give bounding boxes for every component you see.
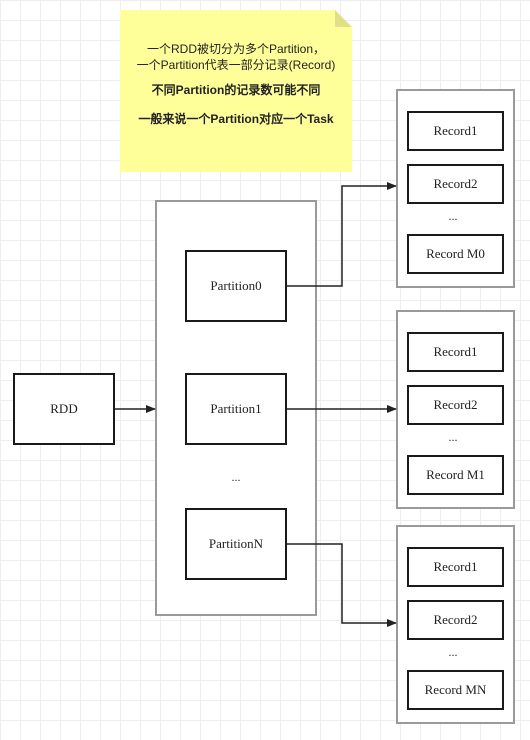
groupN-record2-label: Record2 <box>433 612 478 627</box>
groupN-ellipsis: ... <box>448 645 458 659</box>
groupN-record2-box[interactable]: Record2 <box>407 600 504 640</box>
group0-last-record-box[interactable]: Record M0 <box>407 234 504 274</box>
rdd-label: RDD <box>50 401 78 416</box>
partitionN-label: PartitionN <box>208 536 264 551</box>
groupN-record1-label: Record1 <box>433 559 478 574</box>
partition0-label: Partition0 <box>210 278 262 293</box>
group1-record1-label: Record1 <box>433 344 478 359</box>
rdd-box[interactable]: RDD <box>13 373 115 445</box>
groupN-last-record-box[interactable]: Record MN <box>407 670 504 710</box>
partition0-box[interactable]: Partition0 <box>185 250 287 322</box>
group0-record2-label: Record2 <box>433 176 478 191</box>
group0-record2-box[interactable]: Record2 <box>407 164 504 204</box>
group1-last-record-label: Record M1 <box>426 467 485 482</box>
arrow-partition0-to-group0 <box>287 182 397 287</box>
group1-record1-box[interactable]: Record1 <box>407 332 504 372</box>
arrow-partitionN-to-groupN <box>287 543 397 627</box>
group0-record1-box[interactable]: Record1 <box>407 111 504 151</box>
note-line-4: 一般来说一个Partition对应一个Task <box>138 112 334 126</box>
note-line-1: 一个RDD被切分为多个Partition， <box>146 42 326 56</box>
partitionN-box[interactable]: PartitionN <box>185 508 287 580</box>
note-line-3: 不同Partition的记录数可能不同 <box>151 83 321 97</box>
group0-ellipsis: ... <box>448 209 458 223</box>
group1-ellipsis: ... <box>448 430 458 444</box>
group1-last-record-box[interactable]: Record M1 <box>407 455 504 495</box>
partition1-label: Partition1 <box>210 401 262 416</box>
group1-record2-label: Record2 <box>433 397 478 412</box>
partition1-box[interactable]: Partition1 <box>185 373 287 445</box>
note-line-2: 一个Partition代表一部分记录(Record) <box>136 58 336 72</box>
groupN-last-record-label: Record MN <box>424 682 487 697</box>
group0-record1-label: Record1 <box>433 123 478 138</box>
group1-record2-box[interactable]: Record2 <box>407 385 504 425</box>
partition-ellipsis: ... <box>231 470 241 484</box>
groupN-record1-box[interactable]: Record1 <box>407 547 504 587</box>
annotation-note: 一个RDD被切分为多个Partition， 一个Partition代表一部分记录… <box>120 10 352 172</box>
group0-last-record-label: Record M0 <box>426 246 485 261</box>
